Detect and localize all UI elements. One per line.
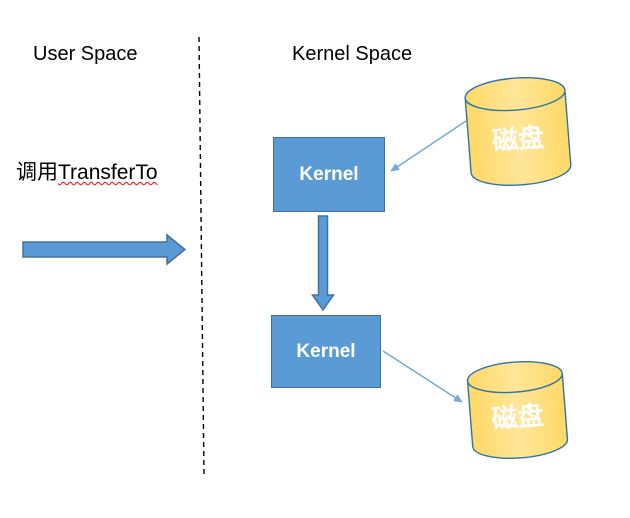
kernel-box-top: Kernel: [273, 137, 385, 212]
call-transferto-label: 调用TransferTo: [16, 160, 158, 185]
disk-cylinder-bottom: [466, 360, 569, 460]
user-space-label: User Space: [33, 43, 138, 65]
kernel-to-disk-arrow: [382, 350, 463, 403]
kernel-space-label: Kernel Space: [292, 43, 413, 65]
kernel-box-top-label: Kernel: [299, 163, 359, 185]
user-call-arrow: [22, 233, 187, 266]
call-prefix-text: 调用: [16, 161, 58, 184]
disk-cylinder-top: [464, 76, 572, 186]
transferto-misspelled-text: TransferTo: [58, 161, 158, 184]
kernel-to-kernel-arrow: [311, 215, 335, 312]
kernel-box-bottom: Kernel: [271, 315, 381, 388]
space-divider-line: [198, 36, 205, 477]
disk-to-kernel-arrow: [390, 120, 467, 172]
kernel-box-bottom-label: Kernel: [296, 340, 356, 362]
